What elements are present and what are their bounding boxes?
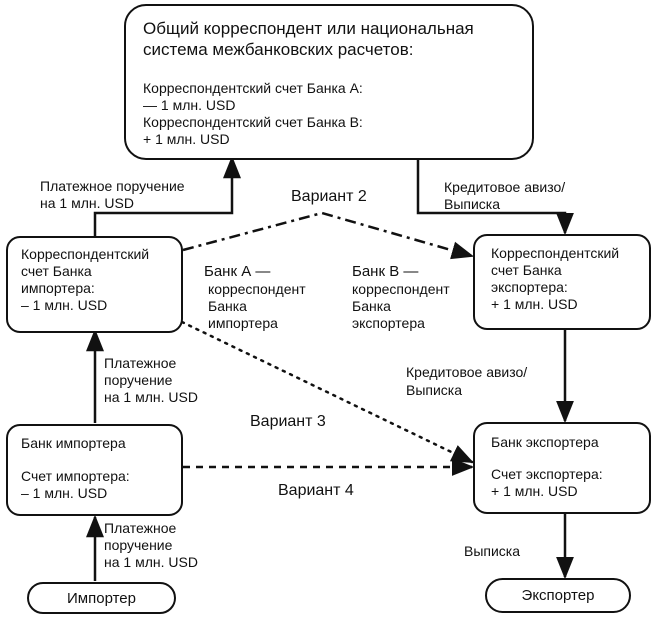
exporter-corr-line-2: счет Банка <box>491 262 562 278</box>
importer-corr-line-1: Корреспондентский <box>21 246 150 262</box>
top-box-bank-a-label: Корреспондентский счет Банка А: <box>143 80 363 96</box>
top-box-bank-b-amount: + 1 млн. USD <box>143 131 230 147</box>
importer-node: Импортер <box>27 582 176 614</box>
label-variant-2: Вариант 2 <box>291 188 367 205</box>
exporter-corr-line-1: Корреспондентский <box>491 245 620 261</box>
importer-bank-box: Банк импортера Счет импортера: – 1 млн. … <box>6 424 183 516</box>
label-bank-b-3: Банка <box>352 298 391 314</box>
label-payment-order-mid-2: поручение <box>104 372 173 388</box>
exporter-bank-box: Банк экспортера Счет экспортера: + 1 млн… <box>473 422 651 514</box>
exporter-bank-title: Банк экспортера <box>491 434 599 450</box>
label-payment-order-bottom-2: поручение <box>104 537 173 553</box>
label-payment-order-bottom-3: на 1 млн. USD <box>104 554 198 570</box>
label-credit-advice-mid-1: Кредитовое авизо/ <box>406 364 528 380</box>
label-bank-a-3: Банка <box>208 298 247 314</box>
label-bank-b-4: экспортера <box>352 315 425 331</box>
label-credit-advice-mid-2: Выписка <box>406 382 463 398</box>
label-variant-3: Вариант 3 <box>250 413 326 430</box>
top-box-title-line-2: система межбанковских расчетов: <box>143 40 414 59</box>
exporter-node: Экспортер <box>485 578 631 613</box>
label-bank-b-1: Банк В — <box>352 263 419 280</box>
label-statement: Выписка <box>464 543 521 559</box>
label-bank-a-2: корреспондент <box>208 281 306 297</box>
importer-corr-line-4: – 1 млн. USD <box>21 297 108 313</box>
correspondent-system-box: Общий корреспондент или национальная сис… <box>124 4 534 160</box>
importer-account-label: Счет импортера: <box>21 468 130 484</box>
arrow-top-to-exporter-corr <box>416 158 574 236</box>
label-variant-4: Вариант 4 <box>278 482 354 499</box>
arrow-variant-2 <box>182 211 475 260</box>
arrow-variant-3 <box>180 320 475 464</box>
label-credit-advice-top-1: Кредитовое авизо/ <box>444 179 566 195</box>
exporter-account-amount: + 1 млн. USD <box>491 483 578 499</box>
importer-bank-title: Банк импортера <box>21 435 126 451</box>
importer-corr-line-2: счет Банка <box>21 263 92 279</box>
top-box-bank-a-amount: — 1 млн. USD <box>143 97 236 113</box>
label-bank-b-2: корреспондент <box>352 281 450 297</box>
importer-account-amount: – 1 млн. USD <box>21 485 108 501</box>
top-box-bank-b-label: Корреспондентский счет Банка В: <box>143 114 363 130</box>
exporter-bank-correspondent-account-box: Корреспондентский счет Банка экспортера:… <box>473 234 651 330</box>
label-bank-a-1: Банк А — <box>204 263 271 280</box>
importer-bank-correspondent-account-box: Корреспондентский счет Банка импортера: … <box>6 236 183 333</box>
arrow-importer-corr-to-top <box>93 155 241 238</box>
label-payment-order-mid-3: на 1 млн. USD <box>104 389 198 405</box>
label-payment-order-top-2: на 1 млн. USD <box>40 195 134 211</box>
label-bank-a-4: импортера <box>208 315 278 331</box>
top-box-title-line-1: Общий корреспондент или национальная <box>143 19 474 38</box>
label-payment-order-mid-1: Платежное <box>104 355 177 371</box>
exporter-account-label: Счет экспортера: <box>491 466 603 482</box>
label-credit-advice-top-2: Выписка <box>444 196 501 212</box>
importer-corr-line-3: импортера: <box>21 280 95 296</box>
exporter-corr-line-4: + 1 млн. USD <box>491 296 578 312</box>
label-payment-order-top-1: Платежное поручение <box>40 178 185 194</box>
label-payment-order-bottom-1: Платежное <box>104 520 177 536</box>
exporter-corr-line-3: экспортера: <box>491 279 568 295</box>
